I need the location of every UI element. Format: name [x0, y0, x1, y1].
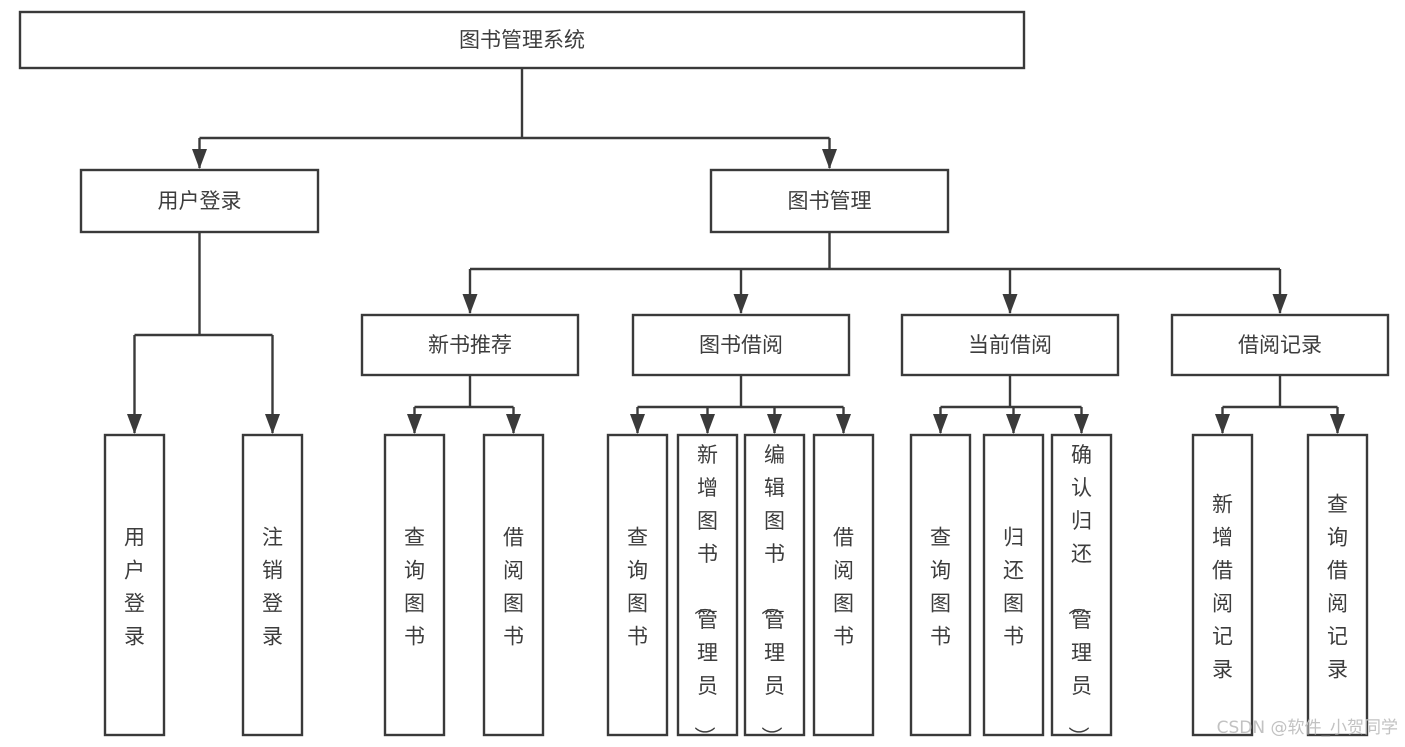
arrow-head-leaf-return-book — [1006, 414, 1021, 434]
node-boxes: 图书管理系统用户登录图书管理新书推荐图书借阅当前借阅借阅记录用户登录注销登录查询… — [18, 10, 1390, 747]
node-label-leaf-query-book-3: 查询图书 — [930, 526, 951, 649]
node-root[interactable]: 图书管理系统 — [18, 10, 1026, 70]
node-box-user-login — [79, 168, 320, 234]
node-box-root — [18, 10, 1026, 70]
arrow-head-book-borrow — [733, 294, 749, 314]
node-label-leaf-query-borrow-record: 查询借阅记录 — [1327, 493, 1348, 682]
node-box-leaf-add-book-admin — [676, 433, 739, 737]
arrow-head-leaf-query-book-3 — [933, 414, 948, 434]
arrow-head-leaf-query-borrow-record — [1330, 414, 1345, 434]
node-box-leaf-user-login — [103, 433, 166, 737]
node-box-new-book-recommend — [360, 313, 580, 377]
node-box-leaf-return-book — [982, 433, 1045, 737]
node-label-leaf-borrow-book-2: 借阅图书 — [833, 526, 854, 649]
arrow-head-leaf-query-book-2 — [630, 414, 645, 434]
node-leaf-return-book[interactable]: 归还图书 — [982, 433, 1045, 737]
node-book-borrow[interactable]: 图书借阅 — [631, 313, 851, 377]
node-leaf-query-book-1[interactable]: 查询图书 — [383, 433, 446, 737]
node-label-leaf-query-book-1: 查询图书 — [404, 526, 425, 649]
arrow-head-leaf-borrow-book-2 — [836, 414, 851, 434]
node-box-leaf-query-borrow-record — [1306, 433, 1369, 737]
node-label-leaf-borrow-book-1: 借阅图书 — [503, 526, 524, 649]
node-box-current-borrow — [900, 313, 1120, 377]
node-box-leaf-confirm-return-admin — [1050, 433, 1113, 737]
node-leaf-confirm-return-admin[interactable]: 确认归还（管理员） — [1050, 433, 1113, 747]
node-box-leaf-user-logout — [241, 433, 304, 737]
node-leaf-user-logout[interactable]: 注销登录 — [241, 433, 304, 737]
node-leaf-query-borrow-record[interactable]: 查询借阅记录 — [1306, 433, 1369, 737]
node-leaf-add-book-admin[interactable]: 新增图书（管理员） — [676, 433, 739, 747]
node-label-leaf-add-book-admin: 新增图书（管理员） — [692, 443, 718, 747]
arrow-head-leaf-add-borrow-record — [1215, 414, 1230, 434]
node-user-login[interactable]: 用户登录 — [79, 168, 320, 234]
node-box-book-borrow — [631, 313, 851, 377]
node-label-current-borrow: 当前借阅 — [968, 333, 1052, 357]
arrow-head-leaf-borrow-book-1 — [506, 414, 521, 434]
node-leaf-user-login[interactable]: 用户登录 — [103, 433, 166, 737]
node-label-leaf-query-book-2: 查询图书 — [627, 526, 648, 649]
node-leaf-borrow-book-2[interactable]: 借阅图书 — [812, 433, 875, 737]
node-book-manage[interactable]: 图书管理 — [709, 168, 950, 234]
node-label-new-book-recommend: 新书推荐 — [428, 333, 512, 357]
node-box-leaf-query-book-3 — [909, 433, 972, 737]
node-label-leaf-user-login: 用户登录 — [124, 526, 145, 649]
node-leaf-edit-book-admin[interactable]: 编辑图书（管理员） — [743, 433, 806, 747]
arrow-head-book-manage — [822, 149, 837, 169]
node-leaf-query-book-3[interactable]: 查询图书 — [909, 433, 972, 737]
node-label-borrow-record: 借阅记录 — [1238, 333, 1322, 357]
connector-lines — [127, 68, 1345, 434]
arrow-head-borrow-record — [1272, 294, 1288, 314]
arrow-head-current-borrow — [1002, 294, 1018, 314]
node-leaf-add-borrow-record[interactable]: 新增借阅记录 — [1191, 433, 1254, 737]
node-label-leaf-user-logout: 注销登录 — [262, 526, 283, 649]
node-borrow-record[interactable]: 借阅记录 — [1170, 313, 1390, 377]
node-label-leaf-edit-book-admin: 编辑图书（管理员） — [759, 443, 785, 747]
node-box-book-manage — [709, 168, 950, 234]
node-new-book-recommend[interactable]: 新书推荐 — [360, 313, 580, 377]
node-label-root: 图书管理系统 — [459, 28, 585, 52]
node-box-leaf-borrow-book-2 — [812, 433, 875, 737]
node-leaf-query-book-2[interactable]: 查询图书 — [606, 433, 669, 737]
arrow-head-leaf-user-login — [127, 414, 142, 434]
watermark-label: CSDN @软件_小贺同学 — [1217, 718, 1398, 738]
node-box-leaf-borrow-book-1 — [482, 433, 545, 737]
node-label-book-borrow: 图书借阅 — [699, 333, 783, 357]
node-label-user-login: 用户登录 — [158, 189, 242, 213]
arrow-head-leaf-user-logout — [265, 414, 280, 434]
arrow-head-leaf-add-book-admin — [700, 414, 715, 434]
node-box-leaf-query-book-2 — [606, 433, 669, 737]
node-leaf-borrow-book-1[interactable]: 借阅图书 — [482, 433, 545, 737]
arrow-head-leaf-edit-book-admin — [767, 414, 782, 434]
node-box-leaf-query-book-1 — [383, 433, 446, 737]
node-label-leaf-return-book: 归还图书 — [1003, 526, 1024, 649]
arrow-head-leaf-query-book-1 — [407, 414, 422, 434]
node-label-leaf-add-borrow-record: 新增借阅记录 — [1212, 493, 1233, 682]
arrow-head-user-login — [192, 149, 207, 169]
node-box-leaf-add-borrow-record — [1191, 433, 1254, 737]
node-current-borrow[interactable]: 当前借阅 — [900, 313, 1120, 377]
node-label-leaf-confirm-return-admin: 确认归还（管理员） — [1066, 443, 1092, 747]
node-label-book-manage: 图书管理 — [788, 189, 872, 213]
node-box-borrow-record — [1170, 313, 1390, 377]
arrow-head-new-book-recommend — [462, 294, 478, 314]
arrow-head-leaf-confirm-return-admin — [1074, 414, 1089, 434]
node-box-leaf-edit-book-admin — [743, 433, 806, 737]
